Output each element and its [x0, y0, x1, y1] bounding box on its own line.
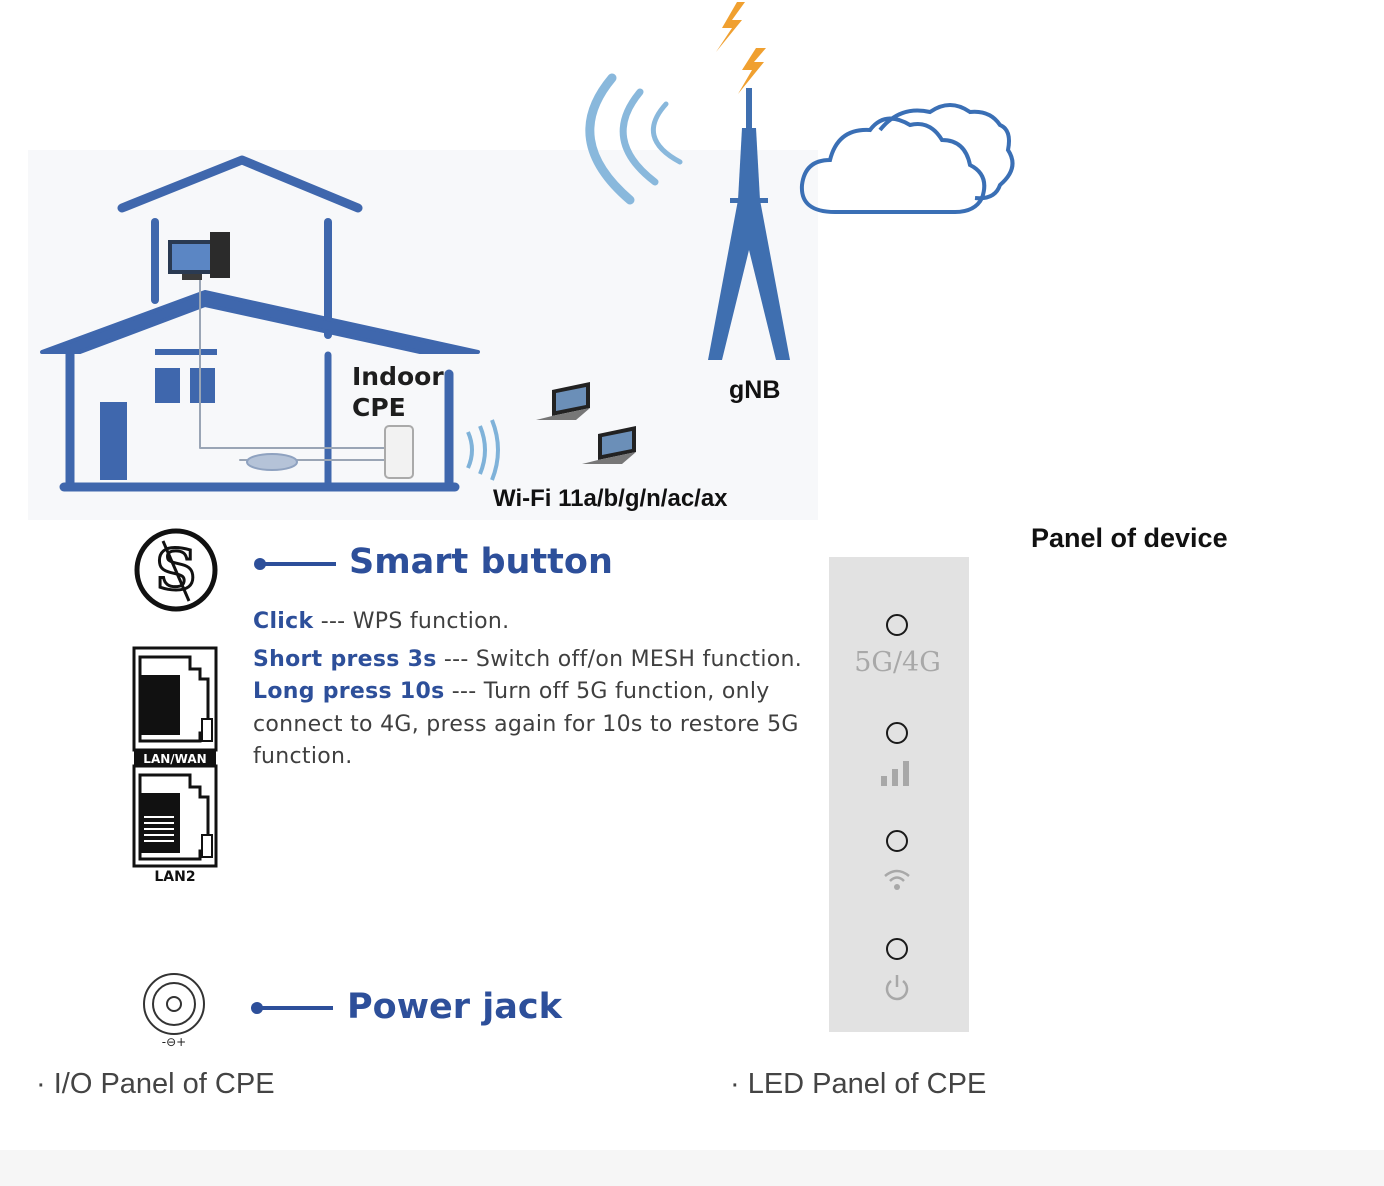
power-jack-title: Power jack [347, 987, 562, 1027]
power-jack-pointer [251, 1002, 333, 1014]
smart-button-icon: S [134, 528, 218, 612]
led-indicator-wifi [886, 830, 908, 852]
led-indicator-5g4g [886, 614, 908, 636]
diagram-background [28, 150, 818, 520]
long-press-description: Long press 10s --- Turn off 5G function,… [253, 679, 799, 769]
smart-button-title: Smart button [349, 542, 613, 582]
power-jack-icon: -⊖+ [143, 973, 205, 1049]
ethernet-ports-illustration: LAN/WAN LAN2 [132, 646, 218, 885]
gnb-tower-icon [708, 88, 790, 360]
laptop-icon [536, 382, 590, 420]
wifi-standard-label: Wi-Fi 11a/b/g/n/ac/ax [493, 485, 728, 512]
led-label-5g4g: 5G/4G [854, 647, 941, 678]
lan2-port-label: LAN2 [154, 869, 195, 885]
lan-wan-port-label: LAN/WAN [143, 752, 206, 766]
gnb-label: gNB [729, 376, 781, 404]
smart-button-description: Click --- WPS function. Short press 3s -… [253, 606, 813, 774]
desktop-computer-icon [168, 232, 230, 280]
led-panel-caption: · LED Panel of CPE [730, 1068, 987, 1100]
power-icon [885, 975, 909, 1001]
led-indicator-power [886, 938, 908, 960]
network-diagram [28, 2, 1015, 520]
indoor-cpe-label-line2: CPE [352, 393, 406, 422]
wifi-waves-icon [466, 419, 500, 481]
lan-wan-port-icon [132, 646, 218, 752]
svg-text:-⊖+: -⊖+ [162, 1035, 186, 1049]
short-press-description: Short press 3s --- Switch off/on MESH fu… [253, 646, 803, 672]
signal-bars-icon [881, 761, 909, 786]
laptop-icon [582, 426, 636, 464]
indoor-cpe-label: Indoor [352, 362, 444, 391]
smart-button-pointer [254, 558, 336, 570]
lan-wan-label-strip [134, 750, 216, 766]
radio-waves-icon [585, 73, 683, 205]
led-indicator-signal [886, 722, 908, 744]
click-description: Click --- WPS function. [253, 609, 510, 634]
house-illustration [40, 155, 480, 492]
io-panel-caption: · I/O Panel of CPE [36, 1068, 275, 1100]
footer-band [0, 1150, 1384, 1186]
panel-of-device-title: Panel of device [1031, 523, 1228, 553]
lan2-port-icon [132, 764, 218, 868]
lightning-bolt-icon [716, 2, 766, 94]
wifi-icon [884, 869, 910, 890]
cloud-icon [799, 103, 1015, 214]
